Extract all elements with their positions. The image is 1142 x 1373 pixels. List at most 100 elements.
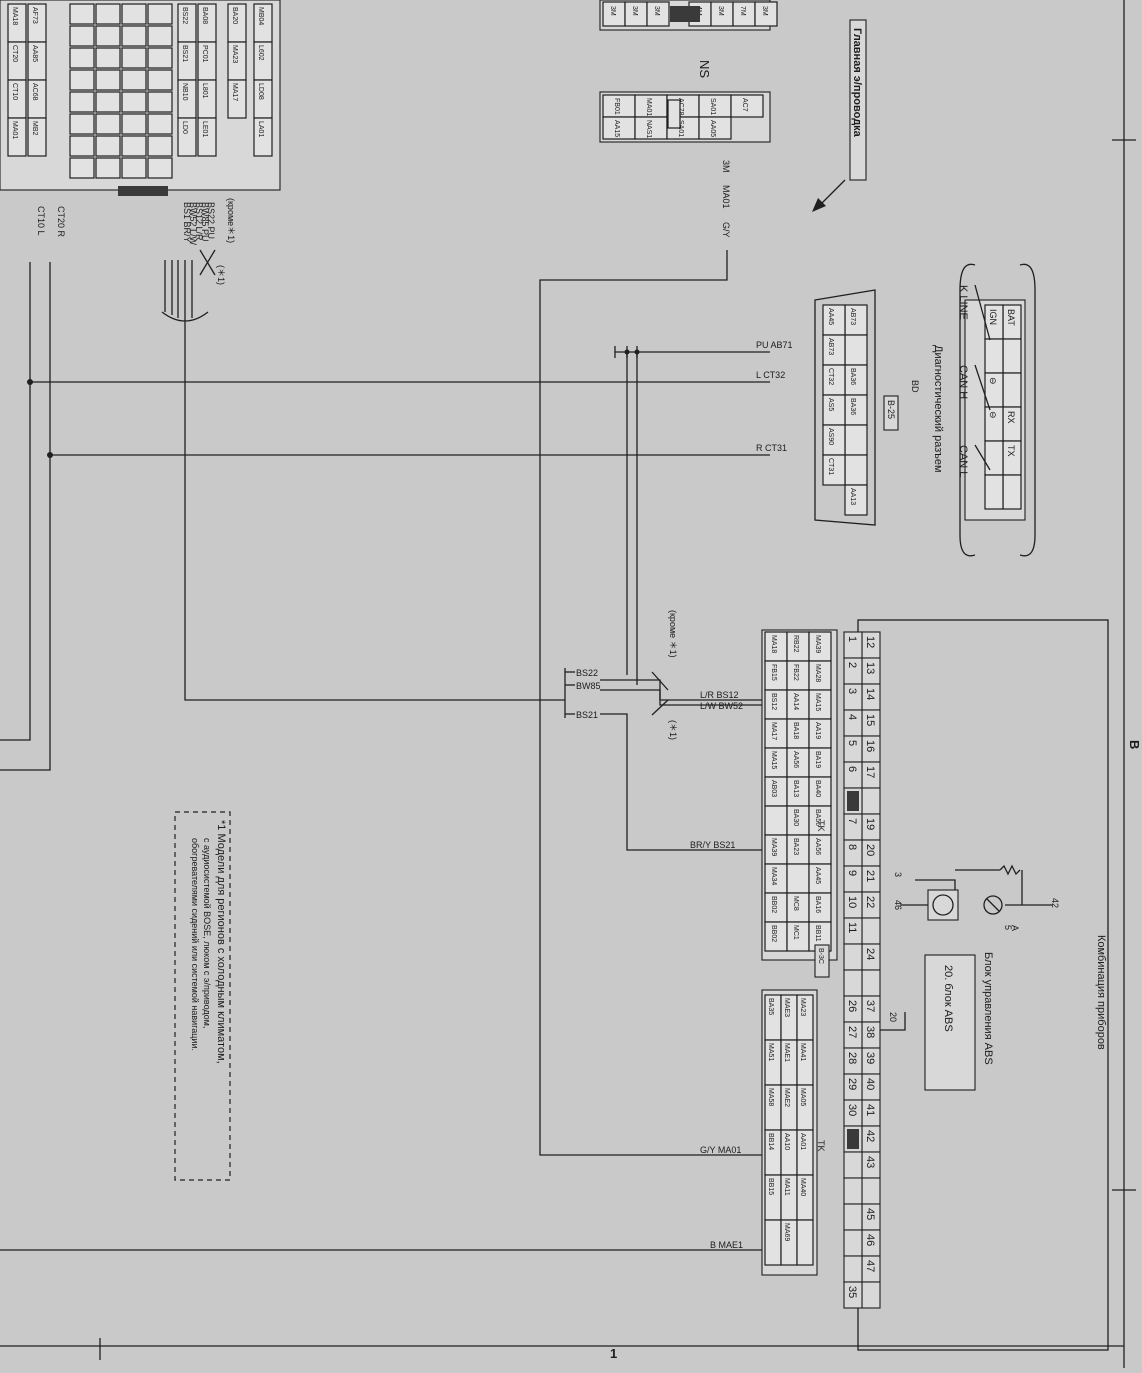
pin-number: 16 xyxy=(864,740,876,752)
left-pin-cell xyxy=(121,47,147,69)
left-pin-cell xyxy=(27,117,47,157)
pin-number: 43 xyxy=(864,1156,876,1168)
pin-number: 21 xyxy=(864,870,876,882)
tk-pin-label: BB14 xyxy=(767,1133,774,1150)
tk-pin-label: AB03 xyxy=(770,780,777,797)
tk-pin-label: BB02 xyxy=(770,925,777,942)
abs-callout-line xyxy=(870,1012,906,1031)
left-pin-cell xyxy=(69,3,95,25)
left-pin-cell xyxy=(121,69,147,91)
left-pin-cell xyxy=(147,91,173,113)
left-pin-label: PC01 xyxy=(201,45,208,63)
left-wire-ct20: CT20 R xyxy=(56,206,66,238)
left-pin-cell xyxy=(69,135,95,157)
wire-color: PU xyxy=(206,227,216,240)
left-pin-label: MA23 xyxy=(231,45,238,63)
wire-label-bry-bs21: BR/Y BS21 xyxy=(690,840,735,850)
abs-unit-title: Блок управления ABS xyxy=(982,952,994,1065)
abs-block-label: 20. блок ABS xyxy=(942,965,954,1032)
wire-circuit: BW52 xyxy=(188,202,198,227)
pin-cell xyxy=(843,943,863,971)
left-pin-label: LA01 xyxy=(257,121,264,137)
left-pin-cell xyxy=(95,25,121,47)
lamp-label: A xyxy=(1010,925,1020,931)
diag-pin-label: TX xyxy=(1006,445,1016,457)
left-pin-cell xyxy=(95,113,121,135)
ns-pin-label: AA05 xyxy=(709,120,716,137)
wire-color: L xyxy=(756,370,761,380)
tk1-connector-pins: MA18FB15BS12MA17MA15AB03MA39MA34BB02BB02… xyxy=(764,631,832,952)
left-pin-label: LE01 xyxy=(201,121,208,137)
bd-pin-label: CT31 xyxy=(827,458,834,475)
key-block xyxy=(847,1129,859,1149)
ns-circuit: MA01 xyxy=(721,185,731,209)
left-pin-cell xyxy=(95,157,121,179)
left-pin-cell xyxy=(147,113,173,135)
tk-pin-label: MA58 xyxy=(767,1088,774,1106)
splice-except1: (кроме ＊1) xyxy=(668,610,678,658)
tk-pin-label: MAE3 xyxy=(783,998,790,1017)
left-pin-cell xyxy=(147,157,173,179)
ns-pin-label: FB01 xyxy=(613,98,620,115)
pin-cell xyxy=(861,969,881,997)
tk-pin-label: MA18 xyxy=(770,635,777,653)
wire-color: PU xyxy=(200,229,210,242)
wire-ct10 xyxy=(0,262,31,741)
footnote-marker: *1 xyxy=(215,820,227,830)
tk-pin-label: MC1 xyxy=(792,925,799,940)
diag-pin-label: RX xyxy=(1006,411,1016,424)
tk-pin-label: MA17 xyxy=(770,722,777,740)
cluster-pin-grid: 1211321431541651761972082192210112437263… xyxy=(843,631,881,1309)
tk-pin-label: AA10 xyxy=(783,1133,790,1150)
tk-pin-label: FB15 xyxy=(770,664,777,681)
left-pin-cell xyxy=(121,135,147,157)
diag-pin-label: ⊖ xyxy=(988,377,998,385)
ns-connector-pins: FB01AA15MA01NAS1AC78SA01SA01AA05AC7 xyxy=(602,94,764,140)
diag-label-canl: CAN L xyxy=(957,445,969,477)
ns-pin-label: SA01 xyxy=(677,120,684,137)
tk-pin-label: BA40 xyxy=(814,780,821,797)
left-pin-cell xyxy=(95,69,121,91)
ns-pin: 3M xyxy=(721,160,731,173)
ns-pin-cell xyxy=(698,116,732,140)
footnote-line-2: с аудиосистемой BOSE, люком с э/приводом… xyxy=(202,838,212,1028)
footnote-box xyxy=(174,811,231,1181)
ns-label: NS xyxy=(697,60,712,78)
left-pin-label: BA20 xyxy=(231,7,238,24)
left-wire-label: BW85 PU xyxy=(200,202,210,242)
tk-pin-label: MA15 xyxy=(814,693,821,711)
bd-pin-label: AA45 xyxy=(827,308,834,325)
pin-cell xyxy=(843,1281,863,1309)
tk-pin-label: BA35 xyxy=(767,998,774,1015)
transistor-icon xyxy=(932,894,954,916)
wire-color: L xyxy=(36,231,46,236)
left-pin-cell xyxy=(69,113,95,135)
tk-pin-label: MA15 xyxy=(770,751,777,769)
tk-ref: B-3C xyxy=(817,948,824,964)
diag-pin-label: BAT xyxy=(1006,309,1016,326)
wire-color: R xyxy=(756,443,763,453)
left-except1: (кроме＊1) xyxy=(226,198,236,243)
wire-circuit: BS1 xyxy=(182,202,192,219)
abs-callout: 20 xyxy=(888,1012,898,1022)
left-wire-ct10: CT10 L xyxy=(36,206,46,236)
left-pin-label: NB10 xyxy=(181,83,188,101)
wire-color: R xyxy=(56,231,66,238)
left-pin-label: CT20 xyxy=(11,45,18,62)
pin-cell xyxy=(843,1229,863,1257)
left-pin-label: AF73 xyxy=(31,7,38,24)
tk-pin-cell xyxy=(796,1219,814,1266)
pin-number: 37 xyxy=(864,1000,876,1012)
left-pin-cell xyxy=(69,47,95,69)
tk1-label: TK xyxy=(816,820,826,832)
left-pin-label: BS21 xyxy=(181,45,188,62)
pin-number: 22 xyxy=(864,896,876,908)
pin-cell xyxy=(861,787,881,815)
tk-pin-label: MA40 xyxy=(799,1178,806,1196)
tk-pin-label: MAE1 xyxy=(783,1043,790,1062)
wire-label-pu-ab71: PU AB71 xyxy=(756,340,793,350)
tk-pin-label: BA18 xyxy=(792,722,799,739)
bd-pin-label: AB73 xyxy=(827,338,834,355)
